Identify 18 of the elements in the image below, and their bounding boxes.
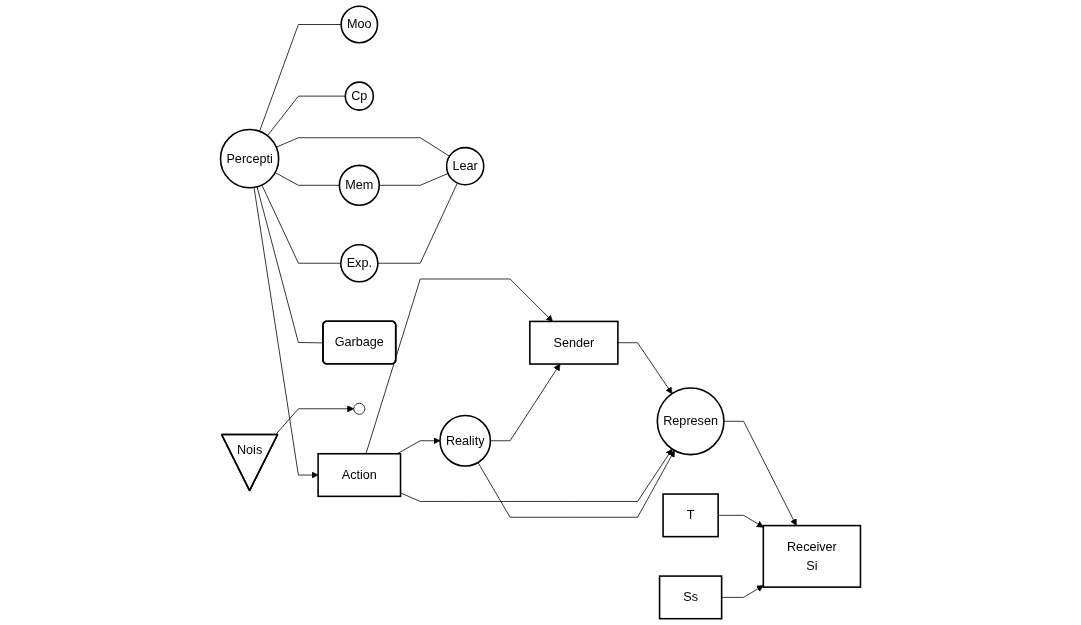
node-circle: Lear	[445, 146, 485, 186]
node-box: Receiver Si	[762, 524, 862, 588]
connector	[267, 95, 346, 137]
node-box: Action	[317, 452, 402, 498]
connector	[275, 137, 450, 157]
node-circle: Exp.	[339, 243, 379, 283]
node-circle: Reality	[439, 414, 492, 467]
connector	[259, 24, 342, 132]
connector	[274, 172, 340, 186]
node-circle: Mem	[338, 164, 381, 206]
node-circle: Represen	[656, 387, 725, 456]
connector	[377, 182, 458, 264]
node-box: T	[662, 493, 719, 538]
node-circle: Cp	[344, 81, 375, 111]
node-box: Sender	[529, 320, 619, 365]
node-circle: Percepti	[219, 128, 280, 189]
node-circle: Moo	[340, 5, 379, 44]
node-box: Ss	[658, 575, 723, 620]
